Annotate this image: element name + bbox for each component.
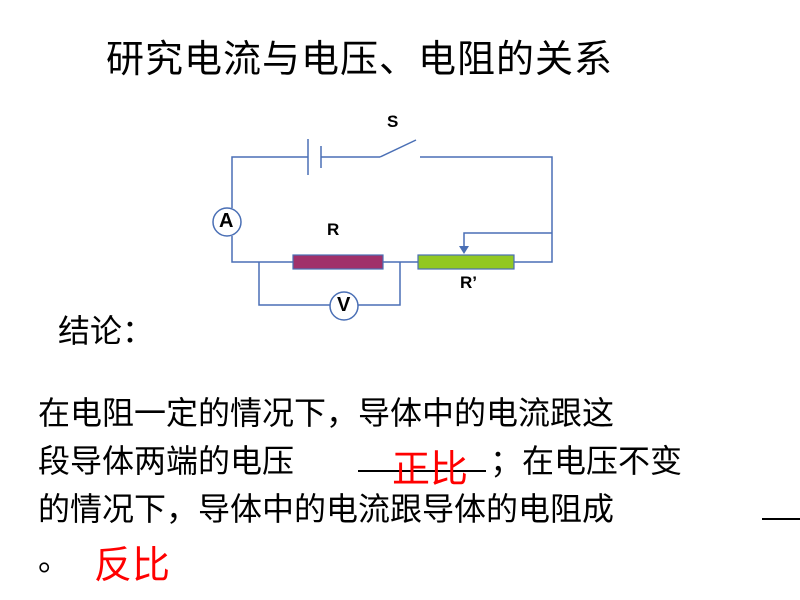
answer-2: 反比: [94, 543, 171, 587]
rheostat-label: R’: [460, 273, 477, 292]
blank-2: [762, 518, 800, 520]
ammeter-label: A: [219, 210, 234, 232]
conclusion-line-4: 。: [38, 540, 71, 578]
page-title: 研究电流与电压、电阻的关系: [106, 37, 614, 81]
wire-top-right: [420, 156, 553, 263]
resistor-R: [292, 254, 384, 270]
switch-blade: [379, 139, 417, 158]
conclusion-line-3: 的情况下，导体中的电流跟导体的电阻成: [38, 490, 615, 528]
voltmeter-circle: [329, 291, 359, 321]
wire-left-bottom: [231, 236, 293, 263]
switch-label: S: [387, 112, 399, 131]
blank-1: [358, 470, 486, 472]
ammeter-circle: [212, 207, 242, 237]
rheostat-R-prime: [417, 254, 515, 270]
conclusion-line-2b: ；在电压不变: [490, 442, 683, 480]
conclusion-line-2a: 段导体两端的电压: [38, 442, 295, 480]
resistor-label: R: [327, 220, 340, 239]
conclusion-label: 结论：: [58, 312, 155, 350]
slider-arrow: [459, 246, 469, 254]
wire-top-left: [231, 156, 308, 208]
wire-voltmeter-branch: [258, 262, 401, 306]
answer-1: 正比: [392, 447, 469, 491]
voltmeter-label: V: [337, 294, 351, 316]
rheostat-slider-wire: [463, 232, 552, 249]
conclusion-line-1: 在电阻一定的情况下，导体中的电流跟这: [38, 394, 615, 432]
